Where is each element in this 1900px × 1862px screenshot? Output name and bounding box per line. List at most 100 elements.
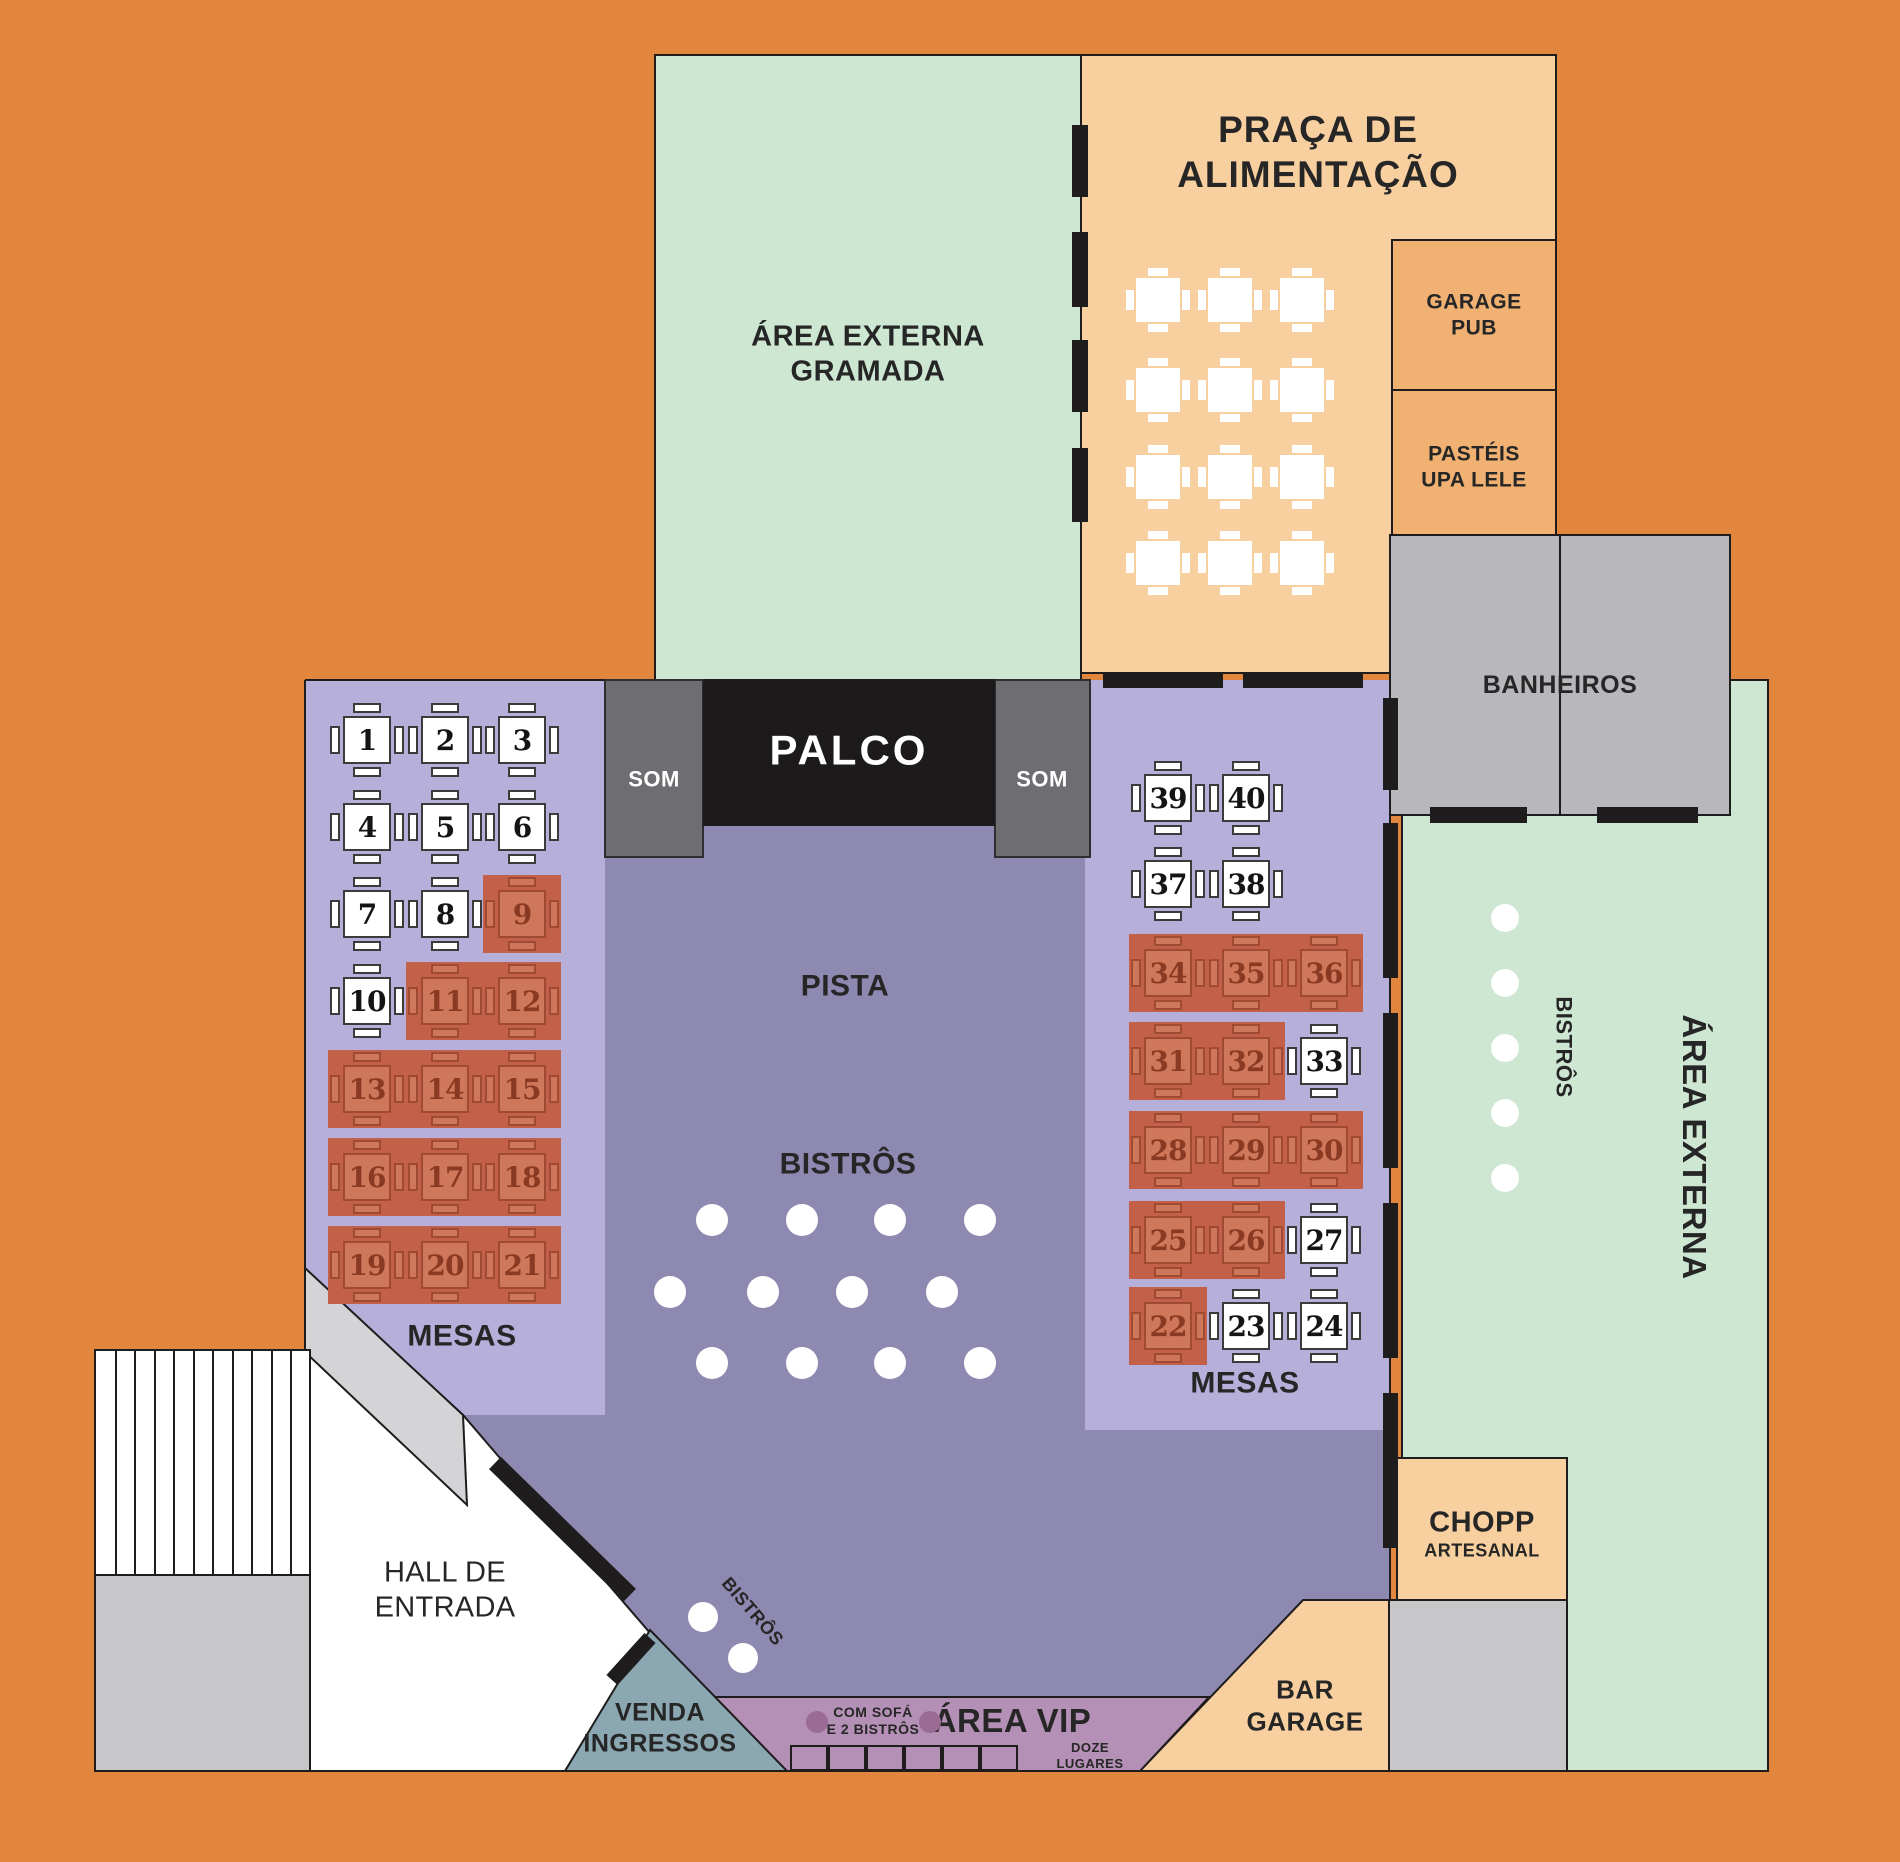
chair-icon [408,1163,418,1191]
table-1: 1 [328,701,406,779]
mesas-left-label: MESAS [407,1319,517,1353]
chair-icon [1195,870,1205,898]
vip-seat [828,1745,866,1771]
table-number: 33 [1300,1037,1348,1085]
food-court-table-icon [1270,358,1334,422]
chair-icon [1310,936,1338,946]
parking-stripe [153,1351,156,1574]
parking-stripe [270,1351,273,1574]
table-39: 39 [1129,759,1207,837]
chair-icon [1351,1312,1361,1340]
bistro-dot [964,1204,996,1236]
chair-icon [1232,936,1260,946]
bistro-dot [874,1347,906,1379]
chair-icon [1232,1289,1260,1299]
chair-icon [508,703,536,713]
chair-icon [549,1163,559,1191]
bistro-dot [1491,904,1519,932]
table-number: 22 [1144,1302,1192,1350]
table-number: 12 [498,977,546,1025]
table-number: 1 [343,716,391,764]
chair-icon [1310,1024,1338,1034]
chair-icon [1154,1177,1182,1187]
chair-icon [431,854,459,864]
chair-icon [1310,1353,1338,1363]
bistro-dot [786,1204,818,1236]
chair-icon [485,1075,495,1103]
chair-icon [1195,1226,1205,1254]
chair-icon [1232,825,1260,835]
chair-icon [431,1052,459,1062]
table-number: 2 [421,716,469,764]
chair-icon [1287,959,1297,987]
chair-icon [408,1251,418,1279]
chair-icon [1195,959,1205,987]
bistros-center-label: BISTRÔS [779,1147,917,1181]
entry-gray-block [94,1574,311,1772]
chair-icon [549,1251,559,1279]
chair-icon [508,1228,536,1238]
table-29: 29 [1207,1111,1285,1189]
parking-stripe [212,1351,215,1574]
chair-icon [1209,959,1219,987]
chair-icon [1154,911,1182,921]
chair-icon [408,813,418,841]
chair-icon [353,767,381,777]
table-18: 18 [483,1138,561,1216]
table-number: 19 [343,1241,391,1289]
chair-icon [1209,870,1219,898]
bistro-dot [728,1643,758,1673]
table-21: 21 [483,1226,561,1304]
food-court-table-icon [1126,445,1190,509]
table-38: 38 [1207,845,1285,923]
chair-icon [353,703,381,713]
chair-icon [353,1140,381,1150]
chair-icon [472,1075,482,1103]
vip-seat [866,1745,904,1771]
vip-sofa-dot [806,1711,828,1733]
area-externa-gramada-region [654,54,1082,681]
chair-icon [1154,1088,1182,1098]
bistro-dot [688,1602,718,1632]
chair-icon [485,726,495,754]
chair-icon [353,1292,381,1302]
chair-icon [1131,1226,1141,1254]
table-number: 26 [1222,1216,1270,1264]
table-number: 20 [421,1241,469,1289]
chair-icon [408,987,418,1015]
chair-icon [1232,1203,1260,1213]
table-31: 31 [1129,1022,1207,1100]
table-17: 17 [406,1138,484,1216]
table-8: 8 [406,875,484,953]
table-24: 24 [1285,1287,1363,1365]
food-court-table-icon [1198,445,1262,509]
parking-stripe [231,1351,234,1574]
chair-icon [1232,761,1260,771]
chair-icon [1351,1226,1361,1254]
palco-region [703,680,995,826]
table-35: 35 [1207,934,1285,1012]
chair-icon [1154,761,1182,771]
table-number: 29 [1222,1126,1270,1174]
parking-stripe [290,1351,293,1574]
palco-label: PALCO [769,726,929,774]
chair-icon [1209,1047,1219,1075]
som-left-label: SOM [628,766,680,792]
table-40: 40 [1207,759,1285,837]
chair-icon [508,767,536,777]
chair-icon [508,1140,536,1150]
table-33: 33 [1285,1022,1363,1100]
table-number: 37 [1144,860,1192,908]
food-court-table-icon [1270,531,1334,595]
chair-icon [1310,1289,1338,1299]
bistro-dot [1491,1164,1519,1192]
parking-stripe [114,1351,117,1574]
chair-icon [353,854,381,864]
entry-ramp [304,1265,469,1508]
table-15: 15 [483,1050,561,1128]
chair-icon [1310,1113,1338,1123]
vip-seat [790,1745,828,1771]
table-34: 34 [1129,934,1207,1012]
